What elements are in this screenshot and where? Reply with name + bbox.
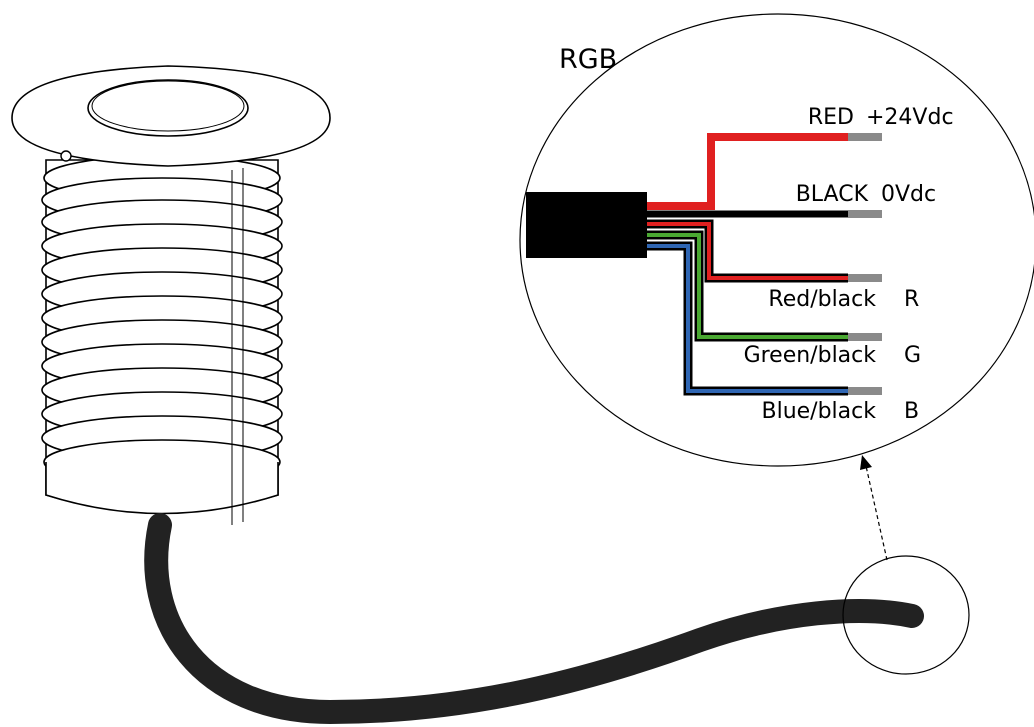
wires bbox=[647, 133, 848, 396]
fixture-bezel bbox=[11, 65, 331, 167]
light-fixture bbox=[11, 65, 331, 525]
wire-name-red: RED bbox=[808, 105, 854, 130]
terminal-tip-black bbox=[848, 210, 882, 218]
wire-terminal-g: G bbox=[904, 343, 921, 368]
terminal-tip-b bbox=[848, 387, 882, 395]
wire-terminal-r: R bbox=[904, 287, 919, 312]
wire-name-black: BLACK bbox=[796, 182, 869, 207]
terminal-tips bbox=[848, 133, 882, 395]
wire-terminal-b: B bbox=[904, 399, 919, 424]
wire-red-black bbox=[647, 219, 848, 283]
wire-terminal-red: +24Vdc bbox=[866, 105, 954, 130]
terminal-tip-red bbox=[848, 133, 882, 141]
wire-green-black bbox=[647, 230, 848, 342]
power-cable bbox=[144, 513, 924, 725]
wire-name-g: Green/black bbox=[744, 343, 877, 368]
detail-pointer-arrowhead bbox=[860, 455, 872, 470]
wire-labels: RED +24Vdc BLACK 0Vdc Red/black R Green/… bbox=[744, 105, 954, 424]
terminal-tip-r bbox=[848, 274, 882, 282]
detail-pointer-line bbox=[865, 465, 888, 561]
detail-title: RGB bbox=[559, 44, 617, 75]
wire-name-b: Blue/black bbox=[762, 399, 877, 424]
terminal-tip-g bbox=[848, 333, 882, 341]
cable-end-highlight bbox=[842, 555, 970, 675]
fixture-threads bbox=[41, 155, 283, 525]
wire-red bbox=[647, 133, 848, 210]
wire-blue-black bbox=[647, 241, 848, 396]
detail-bubble bbox=[519, 13, 1034, 467]
connector-block bbox=[526, 192, 647, 258]
wire-name-r: Red/black bbox=[768, 287, 876, 312]
wire-terminal-black: 0Vdc bbox=[881, 182, 936, 207]
